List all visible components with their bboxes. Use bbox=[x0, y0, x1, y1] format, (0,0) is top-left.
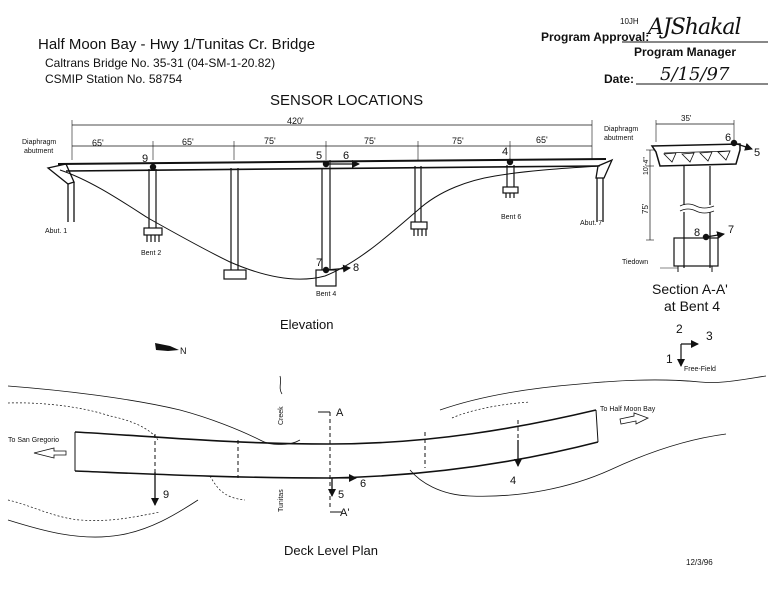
tiedown-label: Tiedown bbox=[622, 259, 648, 266]
terrain-contour-right-top bbox=[439, 375, 767, 411]
sensor-9-marker bbox=[149, 163, 157, 171]
elevation-labels: 420' 65' 65' 75' 75' 75' 65' Diaphragm a… bbox=[22, 116, 638, 332]
deck-bottom bbox=[65, 165, 599, 172]
sensor-9-label: 9 bbox=[142, 153, 148, 165]
footer-date: 12/3/96 bbox=[686, 558, 713, 567]
elevation-title: Elevation bbox=[280, 317, 333, 332]
bent-2-label: Bent 2 bbox=[141, 250, 161, 257]
bent-3 bbox=[223, 168, 247, 280]
freefield-label: Free-Field bbox=[684, 366, 716, 373]
bent-4-label: Bent 4 bbox=[316, 291, 336, 298]
bent-5 bbox=[410, 166, 428, 236]
plan-sensors: 9 5 6 4 bbox=[151, 440, 522, 506]
section-height-label: 75' bbox=[641, 203, 650, 214]
diaphragm-right-line1: Diaphragm bbox=[604, 126, 638, 133]
freefield-sensor-3-label: 3 bbox=[706, 329, 713, 343]
sensor-8-label: 8 bbox=[353, 262, 359, 274]
north-label: N bbox=[180, 346, 187, 356]
section-width-label: 35' bbox=[681, 114, 692, 123]
box-girder bbox=[650, 143, 741, 167]
section-title-line1: Section A-A' bbox=[652, 281, 728, 297]
to-san-gregorio-arrow bbox=[33, 447, 67, 459]
elevation-view bbox=[46, 120, 614, 287]
deck-plan-title: Deck Level Plan bbox=[284, 543, 378, 558]
sensor-5-label: 5 bbox=[316, 150, 322, 162]
span-6-label: 65' bbox=[536, 135, 548, 145]
program-approval-label: Program Approval: bbox=[541, 30, 650, 44]
sensor-8-arrow bbox=[325, 264, 351, 273]
span-4-label: 75' bbox=[364, 136, 376, 146]
creek-label: Creek bbox=[278, 406, 285, 425]
section-sensor-5-label: 5 bbox=[754, 147, 760, 159]
deck-plan bbox=[7, 375, 767, 538]
abutment-7 bbox=[595, 158, 614, 179]
bent-6-label: Bent 6 bbox=[501, 214, 521, 221]
freefield-sensor-2-label: 2 bbox=[676, 322, 683, 336]
plan-sensor-9-label: 9 bbox=[163, 489, 169, 501]
plan-labels: To San Gregorio To Half Moon Bay Creek T… bbox=[8, 406, 656, 558]
freefield-sensor-1-label: 1 bbox=[666, 352, 673, 366]
csmip-station-number: CSMIP Station No. 58754 bbox=[45, 72, 183, 86]
program-manager-label: Program Manager bbox=[634, 45, 737, 59]
terrain-contour-left-top bbox=[7, 385, 301, 445]
caltrans-bridge-number: Caltrans Bridge No. 35-31 (04-SM-1-20.82… bbox=[45, 56, 276, 70]
date-value: 5/15/97 bbox=[660, 64, 730, 85]
section-labels: 35' 10'-4" 75' Tiedown Section A-A' at B… bbox=[622, 114, 760, 314]
total-length-label: 420' bbox=[287, 116, 304, 126]
diaphragm-right-line2: abutment bbox=[604, 135, 633, 142]
diaphragm-left-line1: Diaphragm bbox=[22, 139, 56, 146]
section-sensor-7-label: 7 bbox=[728, 224, 734, 236]
section-sensor-8-label: 8 bbox=[694, 227, 700, 239]
section-mark-a-bottom: A' bbox=[340, 507, 349, 519]
plan-sensor-4-label: 4 bbox=[510, 475, 516, 487]
plan-sensor-5-label: 5 bbox=[338, 489, 344, 501]
approval-signature: AJShakal bbox=[648, 15, 742, 40]
freefield-sensor: 2 3 1 Free-Field bbox=[666, 322, 716, 373]
plan-sensor-6-label: 6 bbox=[360, 478, 366, 490]
sensor-7-label: 7 bbox=[316, 257, 322, 269]
abut-7-label: Abut. 7 bbox=[580, 220, 602, 227]
deck-south-edge bbox=[74, 441, 599, 479]
section-depth-label: 10'-4" bbox=[643, 157, 650, 175]
ground-profile bbox=[59, 165, 601, 280]
to-san-gregorio-label: To San Gregorio bbox=[8, 437, 59, 444]
abut-1-label: Abut. 1 bbox=[45, 228, 67, 235]
section-sensor-5-arrow bbox=[733, 142, 753, 151]
bent-2 bbox=[143, 169, 163, 242]
north-arrow: N bbox=[155, 343, 187, 356]
pier-footing bbox=[673, 237, 719, 267]
span-3-label: 75' bbox=[264, 136, 276, 146]
diaphragm-left-line2: abutment bbox=[24, 148, 53, 155]
span-1-label: 65' bbox=[92, 138, 104, 148]
span-2-label: 65' bbox=[182, 137, 194, 147]
sensor-4-label: 4 bbox=[502, 146, 508, 158]
sensor-6-label: 6 bbox=[343, 150, 349, 162]
section-mark-a-top: A bbox=[336, 407, 344, 419]
date-label: Date: bbox=[604, 72, 635, 86]
to-half-moon-bay-arrow bbox=[619, 412, 650, 425]
sensor-4-marker bbox=[506, 158, 514, 166]
approval-initials: 10JH bbox=[620, 17, 639, 26]
bent-6 bbox=[502, 165, 519, 198]
bridge-title: Half Moon Bay - Hwy 1/Tunitas Cr. Bridge bbox=[38, 36, 316, 53]
tunitas-label: Tunitas bbox=[278, 489, 285, 512]
section-title-line2: at Bent 4 bbox=[664, 298, 720, 314]
terrain-contour-right-bottom bbox=[409, 433, 727, 497]
section-sensor-7-arrow bbox=[705, 231, 725, 240]
north-arrow-icon bbox=[155, 343, 179, 351]
deck-top bbox=[57, 158, 607, 165]
span-5-label: 75' bbox=[452, 136, 464, 146]
to-half-moon-bay-label: To Half Moon Bay bbox=[600, 406, 656, 413]
section-view bbox=[646, 120, 741, 272]
section-sensor-6-label: 6 bbox=[725, 132, 731, 144]
terrain-contour-left-bottom bbox=[7, 499, 199, 538]
elevation-sensors: 9 5 6 4 7 8 bbox=[142, 146, 514, 274]
sensor-locations-title: SENSOR LOCATIONS bbox=[270, 92, 424, 109]
